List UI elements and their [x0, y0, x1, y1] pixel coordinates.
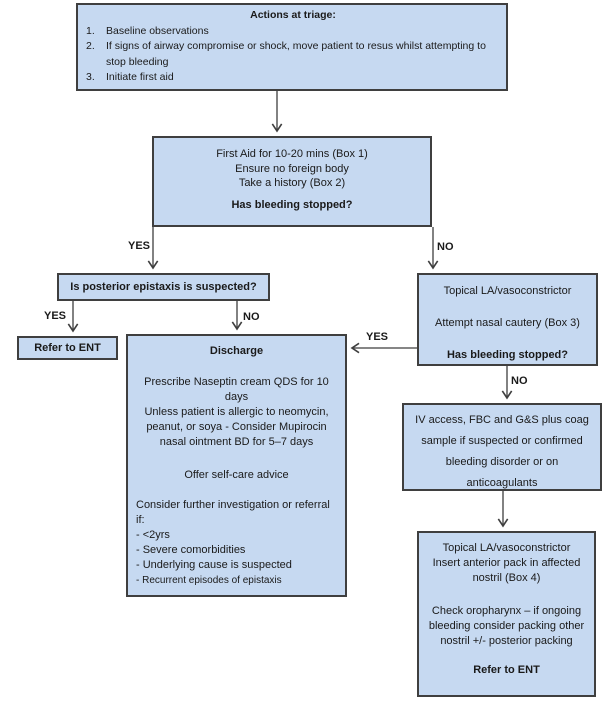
iv-access-text: IV access, FBC and G&S plus coag sample … — [415, 414, 589, 489]
packing-refer-ent: Refer to ENT — [473, 664, 540, 676]
edge-label-yes: YES — [366, 331, 389, 343]
discharge-advice: Offer self-care advice — [184, 469, 289, 481]
refer-to-ent-box: Refer to ENT — [17, 336, 118, 360]
triage-item-number: 3. — [86, 71, 95, 83]
discharge-title: Discharge — [209, 345, 264, 357]
cautery-box: Topical LA/vasoconstrictor Attempt nasal… — [417, 273, 598, 366]
first-aid-box: First Aid for 10-20 mins (Box 1) Ensure … — [152, 136, 432, 227]
discharge-prescription: Prescribe Naseptin cream QDS for 10 days — [144, 376, 329, 403]
cautery-question: Has bleeding stopped? — [446, 349, 568, 361]
packing-oropharynx-note: Check oropharynx – if ongoing bleeding c… — [428, 605, 585, 647]
triage-box: Actions at triage: 1. Baseline observati… — [76, 3, 508, 91]
posterior-question-box: Is posterior epistaxis is suspected? — [57, 273, 270, 301]
edge-label-no: NO — [243, 311, 260, 323]
triage-item: 3. Initiate first aid — [86, 70, 500, 86]
triage-item-number: 1. — [86, 24, 95, 37]
triage-item: 1. Baseline observations — [86, 24, 500, 40]
triage-item-text: If signs of airway compromise or shock, … — [106, 40, 486, 68]
triage-item-number: 2. — [86, 40, 95, 52]
discharge-box: Discharge Prescribe Naseptin cream QDS f… — [126, 334, 347, 597]
triage-title: Actions at triage: — [250, 9, 336, 21]
packing-line: Topical LA/vasoconstrictor — [442, 542, 571, 554]
cautery-line: Attempt nasal cautery (Box 3) — [435, 317, 580, 329]
packing-box: Topical LA/vasoconstrictor Insert anteri… — [417, 531, 596, 697]
edge-label-yes: YES — [128, 240, 151, 252]
edge-label-yes: YES — [44, 310, 67, 322]
triage-item-text: Baseline observations — [106, 24, 209, 37]
iv-access-box: IV access, FBC and G&S plus coag sample … — [402, 403, 602, 491]
first-aid-question: Has bleeding stopped? — [231, 198, 353, 211]
discharge-bullet: - <2yrs — [136, 529, 170, 541]
discharge-bullet: - Recurrent episodes of epistaxis — [136, 575, 282, 586]
discharge-bullet: - Severe comorbidities — [136, 544, 246, 556]
triage-item: 2. If signs of airway compromise or shoc… — [86, 39, 500, 70]
first-aid-line: Ensure no foreign body — [235, 162, 349, 175]
first-aid-line: Take a history (Box 2) — [238, 177, 346, 189]
discharge-allergy-note: Unless patient is allergic to neomycin, … — [144, 406, 329, 448]
triage-item-text: Initiate first aid — [106, 71, 174, 83]
edge-label-no: NO — [437, 241, 454, 253]
discharge-consider: Consider further investigation or referr… — [136, 499, 330, 526]
first-aid-line: First Aid for 10-20 mins (Box 1) — [216, 148, 368, 160]
posterior-question-text: Is posterior epistaxis is suspected? — [70, 281, 257, 293]
cautery-line: Topical LA/vasoconstrictor — [443, 285, 572, 297]
refer-to-ent-text: Refer to ENT — [34, 342, 101, 354]
edge-label-no: NO — [511, 375, 528, 387]
discharge-bullet: - Underlying cause is suspected — [136, 559, 292, 571]
packing-line: Insert anterior pack in affected nostril… — [432, 557, 581, 584]
